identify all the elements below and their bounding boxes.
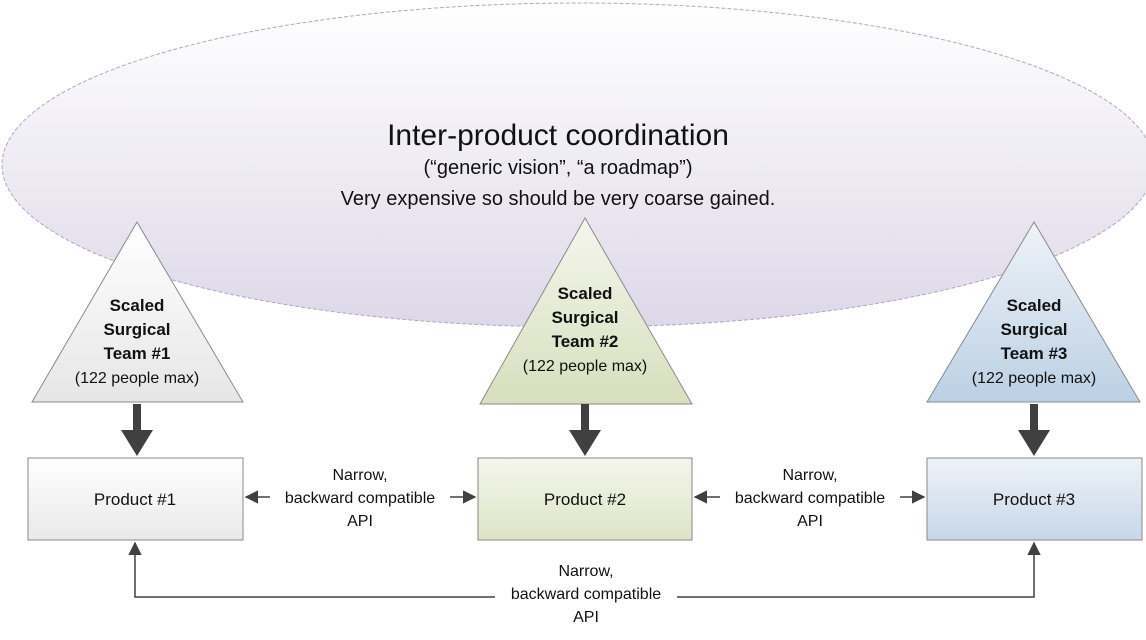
- api-2-line3: API: [797, 513, 823, 530]
- team-2-down-arrow: [569, 404, 601, 456]
- product-1-box: Product #1: [27, 457, 244, 541]
- api-1-line3: API: [347, 513, 373, 530]
- api-1-line1: Narrow,: [332, 467, 387, 484]
- team-3-line1: Scaled: [1007, 296, 1062, 315]
- team-1-triangle: Scaled Surgical Team #1 (122 people max): [31, 221, 244, 403]
- team-3-line2: Surgical: [1000, 320, 1067, 339]
- team-1-line1: Scaled: [110, 296, 165, 315]
- team-1-line2: Surgical: [103, 320, 170, 339]
- product-3-label: Product #3: [993, 490, 1075, 509]
- team-2-triangle: Scaled Surgical Team #2 (122 people max): [479, 216, 693, 405]
- api-2-line2: backward compatible: [735, 490, 885, 507]
- coordination-subtitle: (“generic vision”, “a roadmap”): [424, 157, 693, 179]
- coordination-note: Very expensive so should be very coarse …: [341, 188, 776, 210]
- product-3-box: Product #3: [926, 457, 1143, 541]
- team-3-down-arrow: [1018, 404, 1050, 456]
- api-1-line2: backward compatible: [285, 490, 435, 507]
- api-connector-1-3: Narrow, backward compatible API: [128, 541, 1041, 626]
- team-2-line1: Scaled: [558, 284, 613, 303]
- team-1-down-arrow: [121, 404, 153, 456]
- product-1-label: Product #1: [94, 490, 176, 509]
- api-2-line1: Narrow,: [782, 467, 837, 484]
- team-1-capacity: (122 people max): [75, 370, 200, 387]
- team-2-line3: Team #2: [552, 332, 619, 351]
- api-connector-2-3: Narrow, backward compatible API: [693, 467, 926, 530]
- team-2-capacity: (122 people max): [523, 358, 648, 375]
- product-2-label: Product #2: [544, 490, 626, 509]
- team-2-line2: Surgical: [551, 308, 618, 327]
- api-connector-1-2: Narrow, backward compatible API: [244, 467, 477, 530]
- api-3-line1: Narrow,: [558, 563, 613, 580]
- team-1-line3: Team #1: [104, 344, 171, 363]
- coordination-ellipse: Inter-product coordination (“generic vis…: [1, 2, 1146, 328]
- team-3-capacity: (122 people max): [972, 370, 1097, 387]
- team-3-line3: Team #3: [1001, 344, 1068, 363]
- api-3-line3: API: [573, 609, 599, 626]
- product-2-box: Product #2: [477, 457, 693, 541]
- coordination-title: Inter-product coordination: [387, 119, 729, 152]
- team-3-triangle: Scaled Surgical Team #3 (122 people max): [926, 221, 1141, 403]
- api-3-line2: backward compatible: [511, 586, 661, 603]
